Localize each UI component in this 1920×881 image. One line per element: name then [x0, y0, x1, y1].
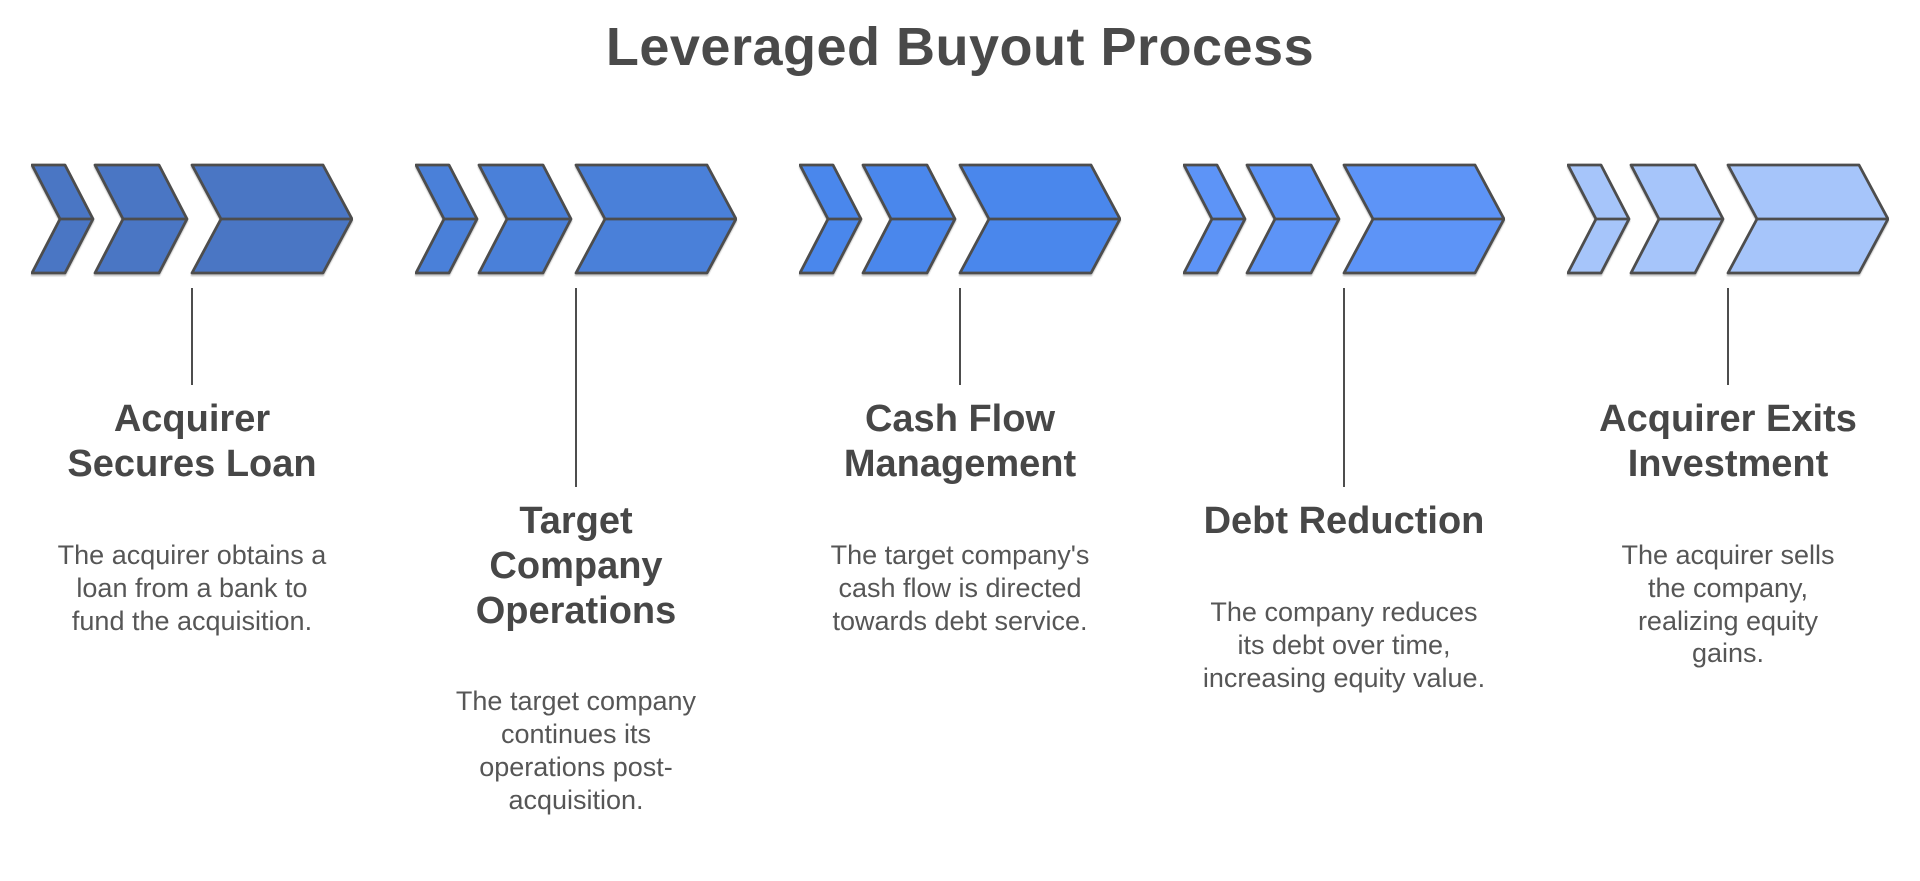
step-acquirer-secures-loan: Acquirer Secures Loan The acquirer obtai… [0, 163, 384, 817]
step-description: The target company continues its operati… [455, 686, 697, 816]
step-title: Debt Reduction [1203, 500, 1485, 542]
triple-chevron-icon [799, 163, 1121, 275]
step-title: Acquirer Exits Investment [1599, 398, 1857, 485]
step-title: Cash Flow Management [843, 398, 1077, 485]
step-description: The acquirer obtains a loan from a bank … [57, 539, 327, 636]
triple-chevron-icon [31, 163, 353, 275]
connector-line [190, 288, 194, 385]
step-cash-flow-management: Cash Flow Management The target company'… [768, 163, 1152, 817]
process-steps: Acquirer Secures Loan The acquirer obtai… [0, 163, 1920, 817]
connector-line [574, 288, 578, 487]
page-title: Leveraged Buyout Process [605, 17, 1315, 77]
connector-line [958, 288, 962, 385]
step-title: Acquirer Secures Loan [67, 398, 317, 485]
connector-line [1726, 288, 1730, 385]
step-title: Target Company Operations [475, 500, 677, 632]
step-description: The company reduces its debt over time, … [1202, 596, 1486, 693]
triple-chevron-icon [415, 163, 737, 275]
triple-chevron-icon [1567, 163, 1889, 275]
step-description: The acquirer sells the company, realizin… [1621, 539, 1835, 669]
triple-chevron-icon [1183, 163, 1505, 275]
step-debt-reduction: Debt Reduction The company reduces its d… [1152, 163, 1536, 817]
connector-line [1342, 288, 1346, 487]
step-description: The target company's cash flow is direct… [830, 539, 1090, 636]
step-acquirer-exits-investment: Acquirer Exits Investment The acquirer s… [1536, 163, 1920, 817]
step-target-company-operations: Target Company Operations The target com… [384, 163, 768, 817]
